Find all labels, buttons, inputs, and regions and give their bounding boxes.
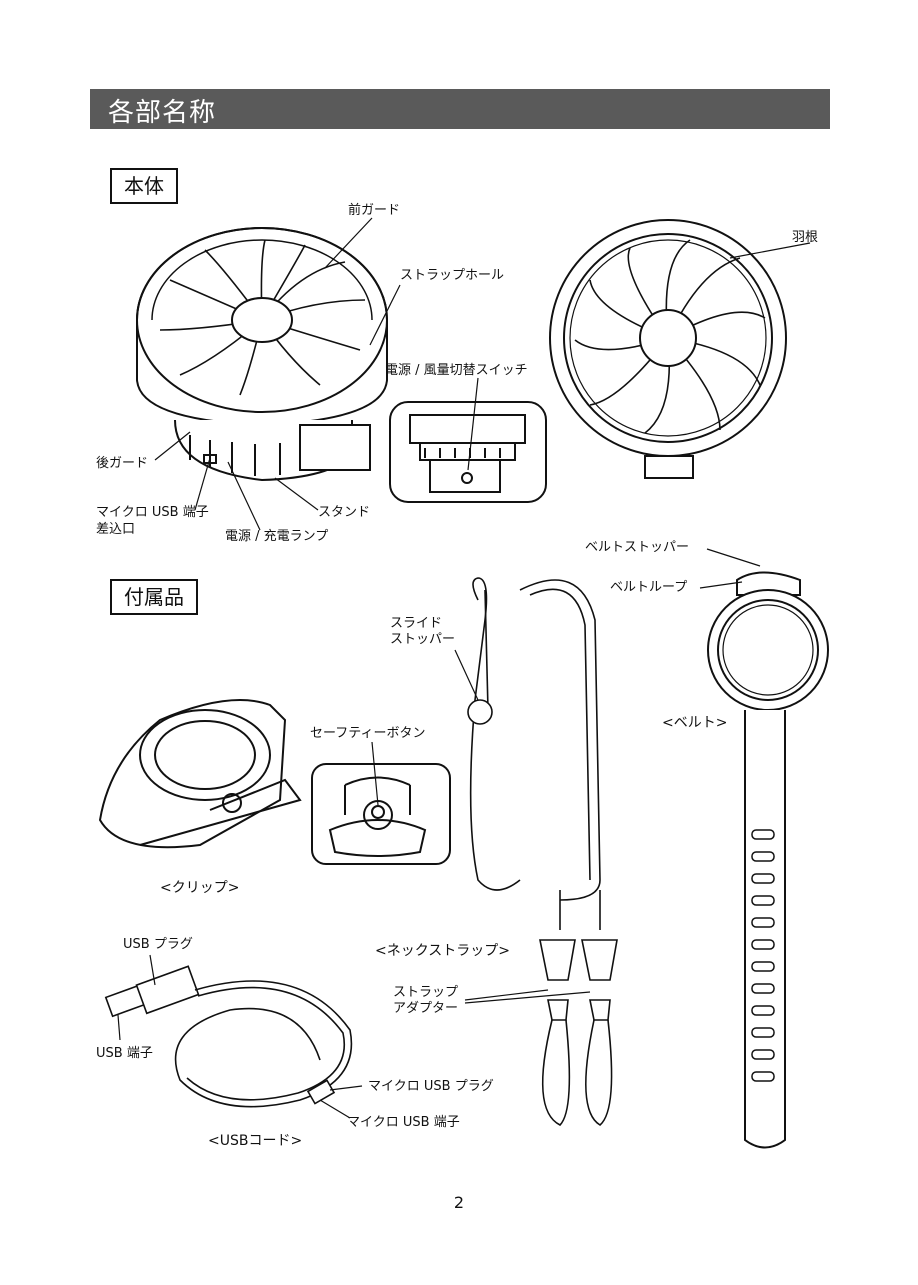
label-slide-stopper-2: ストッパー: [390, 632, 455, 648]
label-strap-adapter-2: アダプター: [393, 1001, 458, 1017]
page-number: 2: [0, 1193, 918, 1212]
caption-belt: <ベルト>: [662, 715, 727, 731]
caption-neck-strap: <ネックストラップ>: [375, 943, 510, 959]
label-strap-adapter-1: ストラップ: [393, 985, 458, 1001]
clip-drawing: [100, 700, 300, 847]
belt-drawing: [708, 573, 828, 1148]
label-front-guard: 前ガード: [348, 203, 400, 219]
label-stand: スタンド: [318, 505, 370, 521]
label-belt-stopper: ベルトストッパー: [585, 540, 689, 556]
neck-strap-drawing: [468, 578, 617, 1125]
label-rear-guard: 後ガード: [96, 456, 148, 472]
label-micro-usb-terminal: マイクロ USB 端子: [347, 1115, 460, 1131]
fan-back-drawing: [550, 220, 786, 478]
label-usb-plug: USB プラグ: [123, 937, 193, 953]
caption-clip: <クリップ>: [160, 880, 239, 896]
label-usb-port-1: マイクロ USB 端子: [96, 505, 209, 521]
label-blade: 羽根: [792, 230, 818, 246]
label-lamp: 電源 / 充電ランプ: [225, 529, 328, 545]
caption-usb-cord: <USBコード>: [208, 1133, 302, 1149]
label-usb-port-2: 差込口: [96, 522, 135, 538]
label-belt-loop: ベルトループ: [610, 580, 687, 596]
label-safety-button: セーフティーボタン: [310, 726, 425, 742]
fan-front-drawing: [137, 228, 387, 480]
label-switch: 電源 / 風量切替スイッチ: [385, 363, 528, 379]
usb-cord-drawing: [106, 966, 352, 1106]
label-strap-hole: ストラップホール: [400, 268, 504, 284]
label-slide-stopper-1: スライド: [390, 616, 442, 632]
label-usb-terminal: USB 端子: [96, 1046, 153, 1062]
label-micro-usb-plug: マイクロ USB プラグ: [368, 1079, 494, 1095]
